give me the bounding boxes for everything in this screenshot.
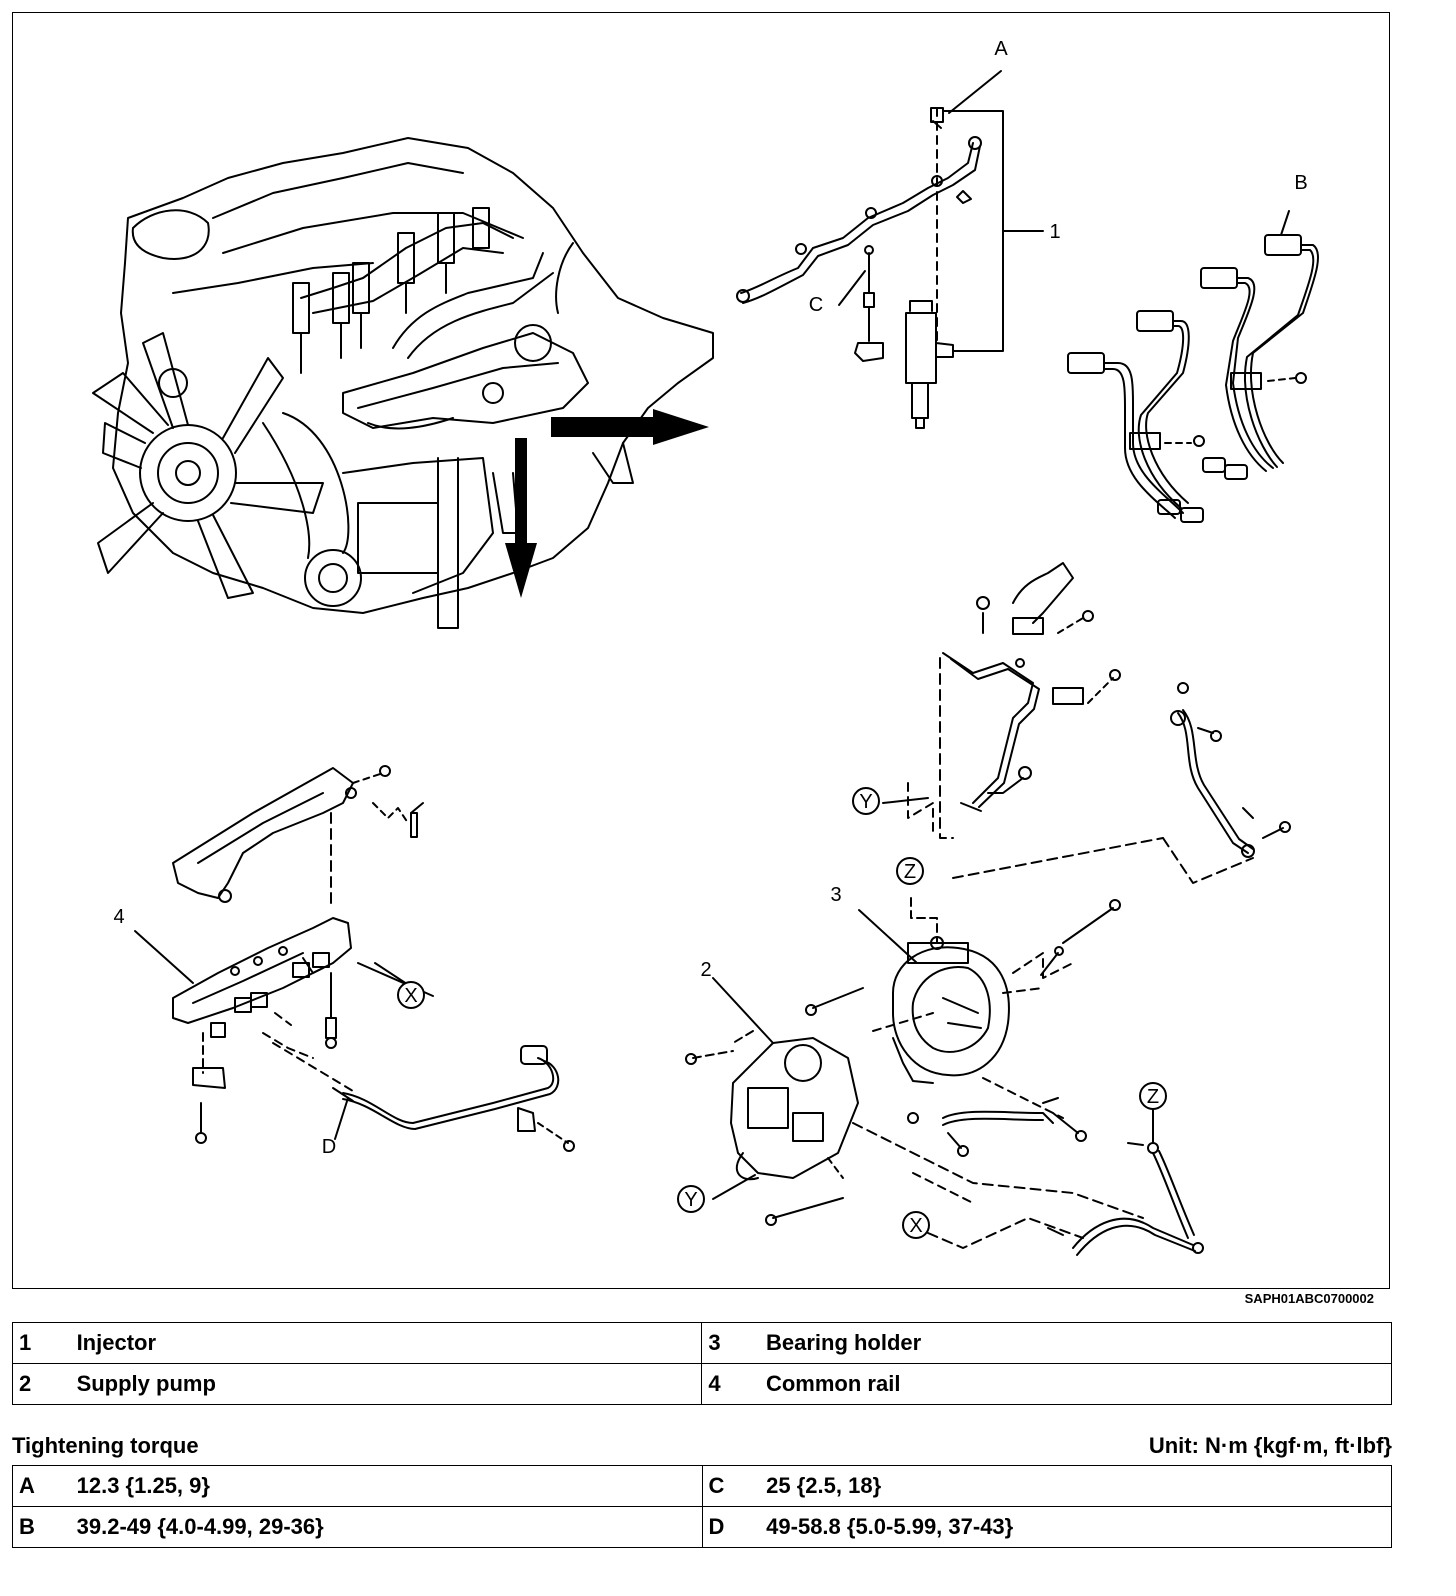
torque-key: A [11, 1465, 77, 1507]
part-number: 1 [11, 1322, 77, 1364]
injector-assembly [736, 107, 1044, 429]
engine-assembly-illustration [92, 137, 714, 629]
label-4: 4 [113, 906, 124, 928]
part-number: 2 [11, 1363, 77, 1405]
callout-x2-circle [902, 1211, 930, 1239]
torque-value: 12.3 {1.25, 9} [76, 1465, 703, 1507]
torque-table: A 12.3 {1.25, 9} C 25 {2.5, 18} B 39.2-4… [11, 1465, 1393, 1548]
torque-value: 25 {2.5, 18} [766, 1465, 1393, 1507]
label-y: Y [859, 791, 872, 813]
callout-x-circle [397, 981, 425, 1009]
callout-z2-circle [1139, 1082, 1167, 1110]
parts-legend-table: 1 Injector 3 Bearing holder 2 Supply pum… [11, 1322, 1392, 1405]
torque-key: D [701, 1506, 767, 1548]
torque-key: B [11, 1506, 77, 1548]
part-name: Bearing holder [765, 1322, 1392, 1364]
callout-y2-circle [677, 1185, 705, 1213]
part-number: 3 [701, 1322, 766, 1364]
supply-pump-assembly [685, 562, 1291, 1256]
torque-value: 49-58.8 {5.0-5.99, 37-43} [766, 1506, 1393, 1548]
common-rail-assembly [172, 765, 575, 1152]
label-z: Z [904, 861, 916, 883]
label-a: A [994, 38, 1008, 60]
part-number: 4 [701, 1363, 766, 1405]
label-y2: Y [684, 1189, 697, 1211]
label-z2: Z [1147, 1086, 1159, 1108]
part-name: Supply pump [76, 1363, 703, 1405]
part-name: Injector [76, 1322, 703, 1364]
callout-z-circle [896, 857, 924, 885]
label-1: 1 [1049, 221, 1060, 243]
torque-title: Tightening torque [12, 1433, 199, 1458]
direction-arrows [505, 409, 709, 598]
label-d: D [322, 1136, 336, 1158]
label-3: 3 [830, 884, 841, 906]
torque-header: Tightening torque Unit: N·m {kgf·m, ft·l… [12, 1433, 1392, 1463]
torque-unit: Unit: N·m {kgf·m, ft·lbf} [1148, 1433, 1392, 1458]
figure-reference-code: SAPH01ABC0700002 [1244, 1291, 1374, 1306]
part-name: Common rail [765, 1363, 1392, 1405]
label-b: B [1294, 172, 1307, 194]
label-x2: X [909, 1215, 922, 1237]
diagram-drawing: A 1 B C 4 D 3 2 X Y Z Z Y X [92, 38, 1319, 1256]
callout-y-circle [852, 787, 880, 815]
label-2: 2 [700, 959, 711, 981]
exploded-diagram: A 1 B C 4 D 3 2 X Y Z Z Y X [12, 12, 1390, 1289]
torque-value: 39.2-49 {4.0-4.99, 29-36} [76, 1506, 703, 1548]
torque-key: C [701, 1465, 767, 1507]
label-x: X [404, 985, 417, 1007]
injection-pipes [1067, 210, 1319, 523]
label-c: C [809, 294, 823, 316]
